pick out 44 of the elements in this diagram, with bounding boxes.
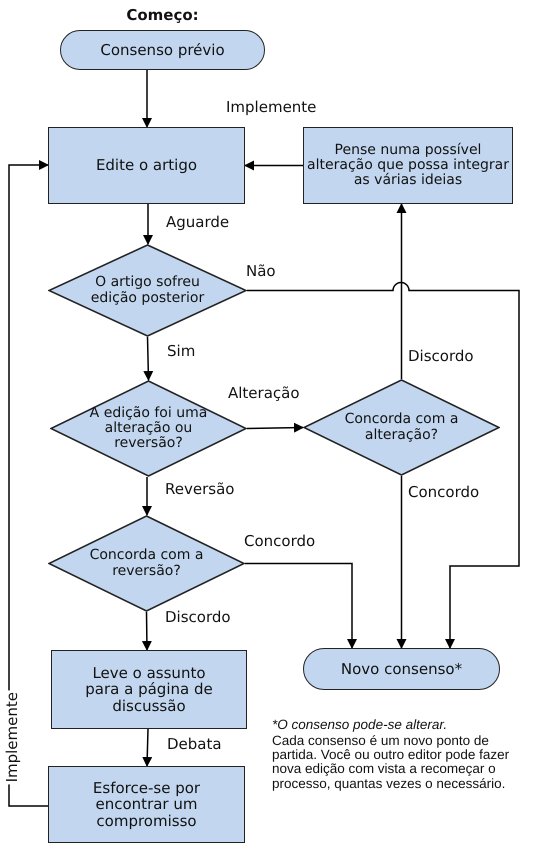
edge-label: Não [244,263,278,280]
edge-label: Discordo [406,348,476,364]
node-text: Pense numa possível alteração que possa integrar as várias ideias [306,142,510,188]
arrow [396,476,406,649]
node-text: O artigo sofreu edição posterior [90,275,206,306]
arrow [247,282,520,649]
edge-label: Aguarde [164,214,232,230]
node-text: Esforce-se por encontrar um compromisso [92,780,202,829]
node-text: Concorda com a alteração? [344,412,460,443]
edge-label: Concordo [406,484,482,500]
process-box [48,766,245,843]
edge-label: Sim [165,343,198,360]
node-text: Consenso prévio [99,42,226,58]
edge-label: Implemente [224,99,318,116]
footnote-heading: *O consenso pode-se alterar. [272,718,448,732]
edge-label: Discordo [163,609,233,626]
arrow [396,203,406,379]
footnote-text: Cada consenso é um novo ponto de partida. Você ou outro editor pode fazer nova edição com vista a recomeçar o processo, quantas vezes o necessário. [272,734,510,791]
node-text: Leve o assunto para a página de discussão [84,665,214,714]
node-text: Novo consenso* [340,660,464,678]
arrow [246,422,304,433]
arrow [142,612,152,651]
decision-diamond [48,515,245,612]
start-heading: Começo: [125,7,200,24]
node-text: Edite o artigo [94,157,198,174]
edge-label: Concordo [242,533,318,550]
arrow [142,728,152,767]
arrow [245,562,357,649]
process-box [48,127,245,204]
arrow [143,204,153,245]
edge-label: Implemente [4,690,20,784]
end-terminal [303,648,500,690]
node-text: Concorda com a reversão? [88,548,204,579]
node-text: A edição foi uma alteração ou reversão? [88,406,208,452]
arrow [143,336,154,381]
edge-label: Alteração [226,385,302,402]
decision-diamond [303,379,500,476]
arrow [142,477,152,516]
arrow [142,70,152,128]
process-box [51,650,247,729]
arrow [244,160,303,170]
edge-label: Reversão [163,481,236,498]
process-box [303,127,513,204]
decision-diamond [48,244,247,337]
